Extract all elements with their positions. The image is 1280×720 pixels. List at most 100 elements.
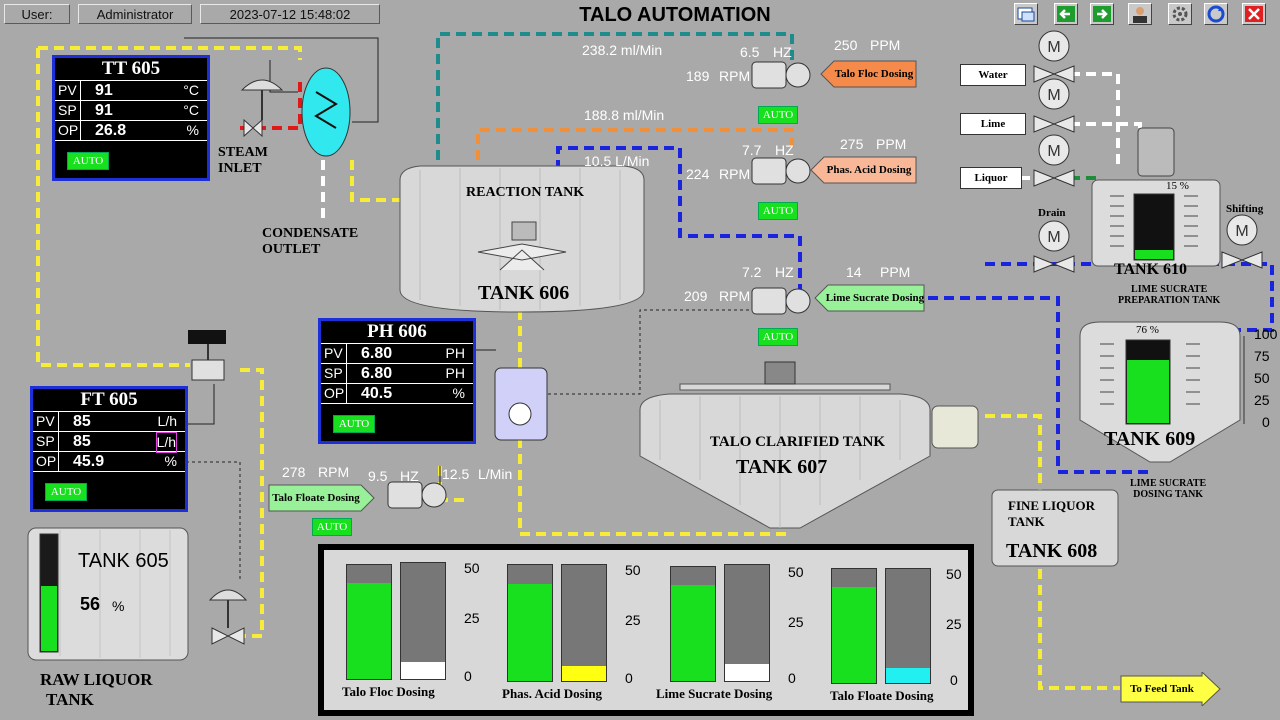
user-label: User: xyxy=(4,4,70,24)
user-name[interactable]: Administrator xyxy=(78,4,192,24)
acid-ppm: 275 xyxy=(840,136,864,152)
acid-green-bar xyxy=(507,564,553,682)
floate-flow-unit: L/Min xyxy=(478,466,513,482)
layout-icon xyxy=(1017,7,1035,22)
shifting-label: Shifting xyxy=(1226,203,1264,215)
sp-label: SP xyxy=(36,432,59,451)
ft605-auto-button[interactable]: AUTO xyxy=(45,483,87,501)
floc-dosing-label: Talo Floc Dosing xyxy=(834,68,914,80)
svg-text:M: M xyxy=(1047,87,1060,104)
ft605-sp-unit: L/h xyxy=(155,432,177,453)
tt605-auto-button[interactable]: AUTO xyxy=(67,152,109,170)
refresh-icon xyxy=(1207,5,1225,23)
back-arrow-icon xyxy=(1057,6,1075,22)
floc-output-bar xyxy=(400,562,446,680)
ph606-op: 40.5 xyxy=(361,385,393,402)
user-button[interactable] xyxy=(1128,3,1152,25)
floate-auto-button[interactable]: AUTO xyxy=(312,518,352,536)
tank610-desc-line1: LIME SUCRATE xyxy=(1131,284,1208,295)
ft605-pv: 85 xyxy=(73,413,91,430)
tt605-sp-unit: °C xyxy=(183,102,199,118)
tt605-op: 26.8 xyxy=(95,122,127,139)
refresh-button[interactable] xyxy=(1204,3,1228,25)
settings-icon xyxy=(1172,6,1188,22)
to-feed-tank-label[interactable]: To Feed Tank xyxy=(1130,683,1194,695)
flow-188: 188.8 ml/Min xyxy=(584,107,665,123)
acid-rpm-unit: RPM xyxy=(719,166,751,182)
acid-green-fill xyxy=(508,583,552,681)
svg-text:M: M xyxy=(1235,223,1248,240)
acid-output-fill xyxy=(562,665,606,681)
floc-scale-0: 0 xyxy=(464,668,472,684)
back-button[interactable] xyxy=(1054,3,1078,25)
floc-ppm-unit: PPM xyxy=(870,37,901,53)
lime-green-bar xyxy=(670,566,716,682)
lime-rpm: 209 xyxy=(684,288,708,304)
lime-hz: 7.2 xyxy=(742,264,762,280)
acid-dosing-label: Phas. Acid Dosing xyxy=(826,164,912,176)
floate-green-bar xyxy=(831,568,877,684)
floate-output-bar xyxy=(885,568,931,684)
acid-scale-0: 0 xyxy=(625,670,633,686)
steam-inlet-line1: STEAM xyxy=(218,145,268,160)
acid-hz-unit: HZ xyxy=(775,142,794,158)
floc-arrow xyxy=(820,60,917,88)
close-icon xyxy=(1245,6,1263,22)
fine-liquor-line2: TANK xyxy=(1008,514,1045,529)
ph606-title: PH 606 xyxy=(321,321,473,344)
lime-auto-button[interactable]: AUTO xyxy=(758,328,798,346)
acid-rpm: 224 xyxy=(686,166,710,182)
floc-hz: 6.5 xyxy=(740,44,760,60)
op-label: OP xyxy=(324,384,347,403)
acid-auto-button[interactable]: AUTO xyxy=(758,202,798,220)
op-label: OP xyxy=(36,452,59,471)
acid-bar-label: Phas. Acid Dosing xyxy=(502,686,603,701)
floc-scale-50: 50 xyxy=(464,560,480,576)
forward-button[interactable] xyxy=(1090,3,1114,25)
floc-green-fill xyxy=(347,583,391,679)
lime-hz-unit: HZ xyxy=(775,264,794,280)
ft605-sp[interactable]: 85 xyxy=(73,433,91,450)
tt605-pv: 91 xyxy=(95,82,113,99)
op-label: OP xyxy=(58,121,81,140)
tt605-title: TT 605 xyxy=(55,58,207,81)
ph606-pv: 6.80 xyxy=(361,345,393,362)
lime-scale-0: 0 xyxy=(788,670,796,686)
tank609-scale-100: 100 xyxy=(1254,326,1278,342)
pv-label: PV xyxy=(58,81,81,100)
sp-label: SP xyxy=(324,364,347,383)
floate-green-fill xyxy=(832,587,876,683)
tt605-sp[interactable]: 91 xyxy=(95,102,113,119)
floate-rpm-unit: RPM xyxy=(318,464,350,480)
flow-238: 238.2 ml/Min xyxy=(582,42,663,58)
settings-button[interactable] xyxy=(1168,3,1192,25)
ph606-sp[interactable]: 6.80 xyxy=(361,365,393,382)
pv-label: PV xyxy=(324,344,347,363)
tank609-scale-50: 50 xyxy=(1254,370,1270,386)
floate-rpm: 278 xyxy=(282,464,306,480)
tt605-pv-unit: °C xyxy=(183,82,199,98)
layout-button[interactable] xyxy=(1014,3,1038,25)
drain-label: Drain xyxy=(1038,207,1066,219)
floate-flow: 12.5 xyxy=(442,466,470,482)
tank605-level: 56 xyxy=(80,594,101,614)
raw-liquor-line2: TANK xyxy=(46,690,94,709)
ph606-auto-button[interactable]: AUTO xyxy=(333,415,375,433)
datetime: 2023-07-12 15:48:02 xyxy=(200,4,380,24)
sp-label: SP xyxy=(58,101,81,120)
floc-green-bar xyxy=(346,564,392,680)
lime-scale-50: 50 xyxy=(788,564,804,580)
floc-ppm: 250 xyxy=(834,37,858,53)
floc-auto-button[interactable]: AUTO xyxy=(758,106,798,124)
page-title: TALO AUTOMATION xyxy=(579,4,771,26)
close-button[interactable] xyxy=(1242,3,1266,25)
lime-dosing-label: Lime Sucrate Dosing xyxy=(825,292,925,304)
acid-output-bar xyxy=(561,564,607,682)
tank609-level: 76 % xyxy=(1136,324,1159,336)
